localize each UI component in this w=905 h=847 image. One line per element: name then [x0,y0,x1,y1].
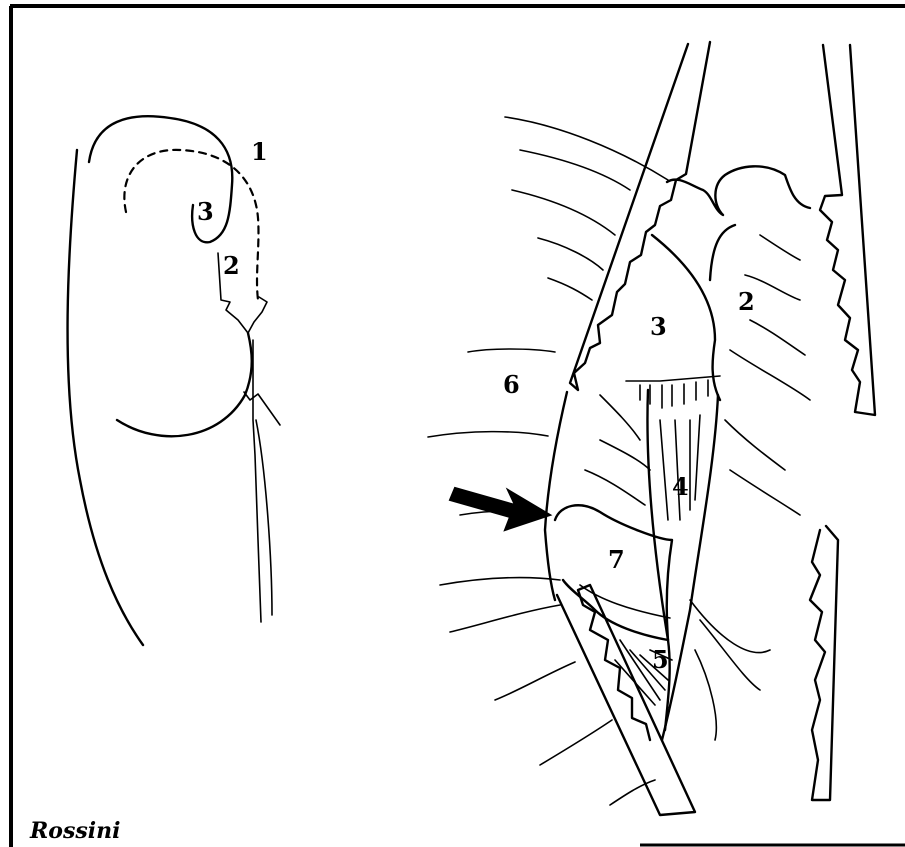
buttock-lower-curve [117,333,252,436]
body-outline-left [68,150,143,645]
tissue-contour-lines [428,117,810,805]
cleft-notch [244,392,280,425]
artist-signature: Rossini [29,818,120,844]
retractor-upper-left [570,42,710,390]
right-panel-drawing [428,42,875,815]
structure-2-border [710,225,735,280]
left-panel-drawing [68,116,280,645]
retractor-upper-right [820,45,875,415]
label-right-5: 5 [652,645,669,674]
label-left-2: 2 [223,251,240,280]
figure-frame [10,6,905,847]
retractor-lower-right [810,526,838,800]
label-right-7: 7 [608,545,625,574]
cavity-left-wall [545,392,567,600]
structure-2-contour [667,166,810,215]
label-right-2: 2 [738,287,755,316]
pointer-arrow [450,488,550,530]
label-left-3: 3 [197,197,214,226]
label-left-1: 1 [251,137,268,166]
natal-cleft [253,340,261,622]
label-right-3: 3 [650,312,667,341]
fiber-lines-4 [660,415,700,520]
retractor-lower-left [557,585,695,815]
fiber-lines-lower [690,600,770,740]
label-right-4: 4 [672,472,689,501]
label-right-6: 6 [503,370,520,399]
tendon-fibers [626,376,720,408]
natal-cleft-2 [256,420,272,615]
